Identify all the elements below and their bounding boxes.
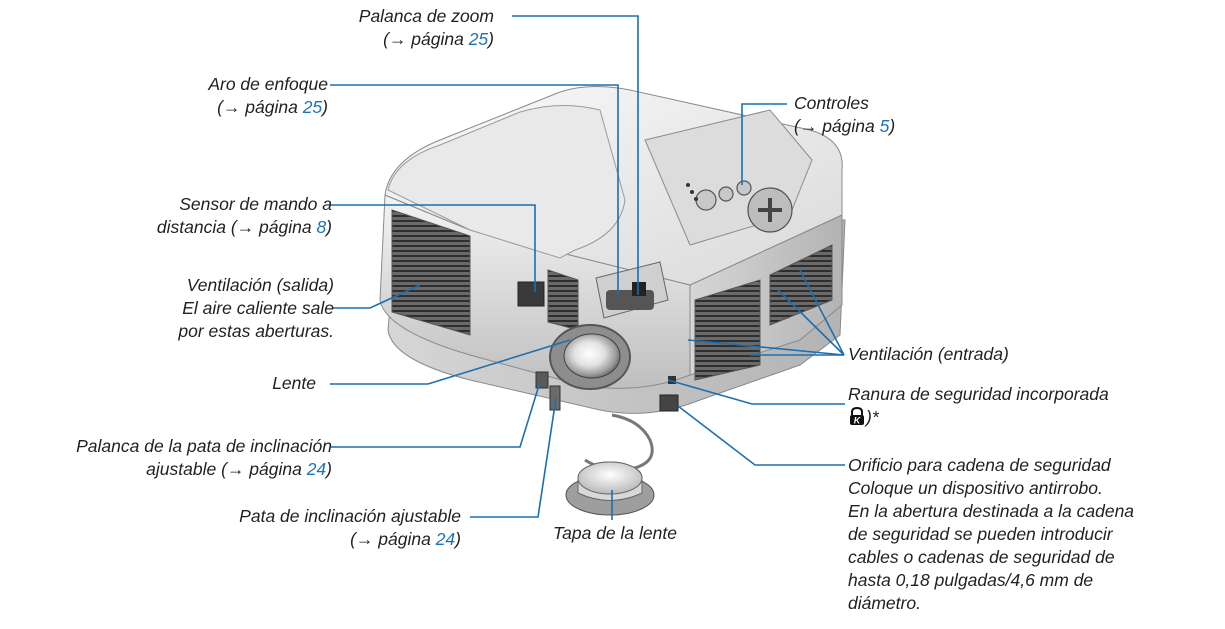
- security-slot-label: Ranura de seguridad incorporada K)*: [848, 383, 1109, 432]
- lens-cap-label: Tapa de la lente: [553, 523, 677, 543]
- page-link-tilt-foot[interactable]: 24: [435, 529, 456, 549]
- focus-ring-label: Aro de enfoque (→ página 25): [208, 74, 328, 117]
- tilt-lever-label: Palanca de la pata de inclinación ajusta…: [76, 436, 332, 479]
- leader-lines: [330, 15, 845, 520]
- kensington-lock-icon: K: [848, 406, 866, 432]
- page-link-controls[interactable]: 5: [879, 116, 890, 136]
- page-link-zoom[interactable]: 25: [468, 29, 489, 49]
- zoom-lever-label: Palanca de zoom (→ página 25): [358, 6, 494, 49]
- page-link-sensor[interactable]: 8: [316, 217, 327, 237]
- tilt-foot-label: Pata de inclinación ajustable (→ página …: [239, 506, 461, 549]
- vent-outlet-label: Ventilación (salida) El aire caliente sa…: [178, 275, 334, 341]
- page-link-tilt-lever[interactable]: 24: [306, 459, 327, 479]
- lens-label: Lente: [272, 373, 316, 393]
- page-link-focus[interactable]: 25: [302, 97, 323, 117]
- controls-label: Controles (→ página 5): [794, 93, 896, 136]
- vent-inlet-label: Ventilación (entrada): [848, 344, 1009, 364]
- security-chain-label: Orificio para cadena de seguridad Coloqu…: [848, 455, 1135, 613]
- remote-sensor-label: Sensor de mando a distancia (→ página 8): [156, 194, 332, 237]
- svg-text:K: K: [854, 416, 862, 426]
